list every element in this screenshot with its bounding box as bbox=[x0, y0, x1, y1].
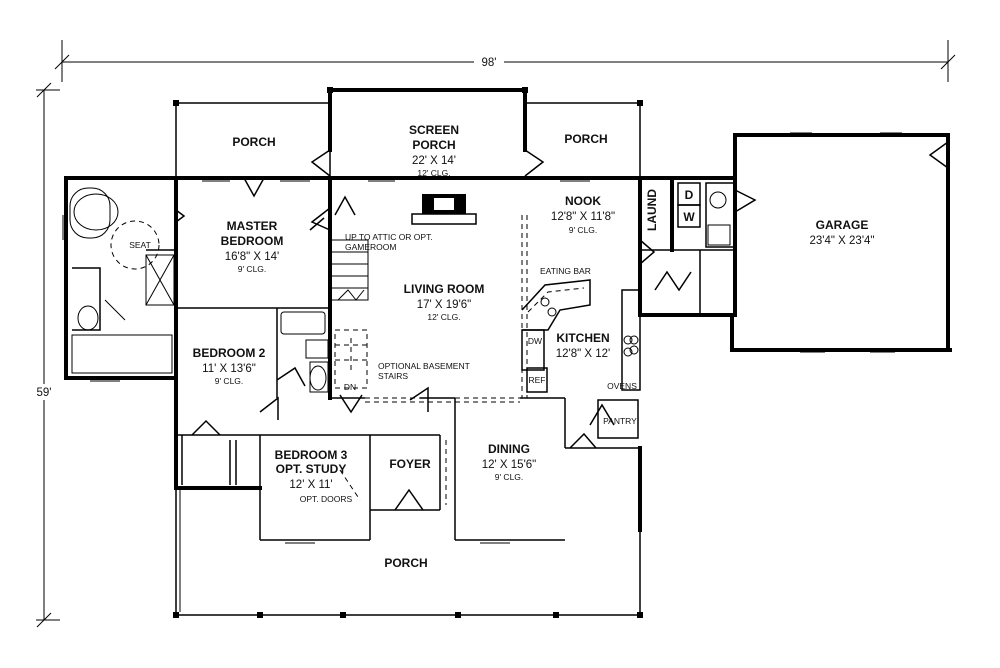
open-plan-dashed-lines bbox=[339, 215, 528, 505]
master-bath-walls bbox=[64, 176, 178, 380]
kitchen-eating-bar-label: EATING BAR bbox=[540, 266, 591, 276]
bedroom3-note: OPT. DOORS bbox=[300, 494, 353, 504]
attic-note-line1: UP TO ATTIC OR OPT. bbox=[345, 232, 433, 242]
bedroom2-ceiling: 9' CLG. bbox=[215, 376, 244, 386]
kitchen-size: 12'8" X 12' bbox=[556, 348, 611, 360]
living-room-ceiling: 12' CLG. bbox=[427, 312, 460, 322]
basement-note-line2: STAIRS bbox=[378, 371, 408, 381]
laundry-dryer-label: D bbox=[685, 188, 694, 202]
porch-right-label: PORCH bbox=[564, 132, 607, 146]
kitchen-ovens-label: OVENS bbox=[607, 381, 637, 391]
door-swings bbox=[175, 177, 692, 511]
nook-ceiling: 9' CLG. bbox=[569, 225, 598, 235]
master-bedroom-ceiling: 9' CLG. bbox=[238, 264, 267, 274]
master-bedroom-size: 16'8" X 14' bbox=[225, 251, 280, 263]
nook-label: NOOK bbox=[565, 194, 601, 208]
kitchen-dw-label: DW bbox=[528, 336, 542, 346]
overall-depth-label: 59' bbox=[37, 387, 52, 399]
screen-porch-size: 22' X 14' bbox=[412, 155, 456, 167]
screen-porch-label-line1: SCREEN bbox=[409, 123, 459, 137]
screen-porch-label-line2: PORCH bbox=[412, 138, 455, 152]
overall-width-label: 98' bbox=[482, 57, 497, 69]
master-bath-seat-label: SEAT bbox=[129, 240, 151, 250]
windows bbox=[62, 180, 590, 544]
attic-note-line2: GAMEROOM bbox=[345, 242, 396, 252]
interior-walls bbox=[176, 307, 640, 541]
hall-bath bbox=[280, 311, 329, 393]
fireplace bbox=[411, 194, 477, 225]
bedroom3-size: 12' X 11' bbox=[289, 479, 332, 491]
depth-dimension-line bbox=[36, 82, 60, 628]
kitchen-label: KITCHEN bbox=[556, 331, 609, 345]
screen-porch-ceiling: 12' CLG. bbox=[417, 168, 450, 178]
front-porch-label: PORCH bbox=[384, 556, 427, 570]
front-porch-outline bbox=[173, 448, 643, 618]
kitchen-ref-label: REF bbox=[529, 375, 546, 385]
kitchen-fixtures bbox=[521, 279, 641, 439]
garage-label: GARAGE bbox=[816, 218, 869, 232]
dining-ceiling: 9' CLG. bbox=[495, 472, 524, 482]
width-dimension-line bbox=[54, 40, 956, 82]
bedroom3-label-line1: BEDROOM 3 bbox=[275, 448, 348, 462]
master-bedroom-label-line2: BEDROOM bbox=[221, 234, 284, 248]
bedroom2-label: BEDROOM 2 bbox=[193, 346, 266, 360]
stairs bbox=[329, 239, 369, 414]
basement-note-line1: OPTIONAL BASEMENT bbox=[378, 361, 470, 371]
nook-size: 12'8" X 11'8" bbox=[551, 211, 615, 223]
bedroom3-label-line2: OPT. STUDY bbox=[276, 462, 347, 476]
bedroom2-size: 11' X 13'6" bbox=[202, 363, 256, 375]
garage-size: 23'4" X 23'4" bbox=[810, 235, 875, 247]
dining-label: DINING bbox=[488, 442, 530, 456]
master-bedroom-label-line1: MASTER bbox=[227, 219, 278, 233]
porch-left-label: PORCH bbox=[232, 135, 275, 149]
dining-size: 12' X 15'6" bbox=[482, 459, 537, 471]
stairs-down-label: DN bbox=[344, 382, 356, 392]
porch-right-outline bbox=[525, 100, 643, 178]
garage-outline bbox=[733, 132, 950, 353]
screen-porch-outline bbox=[310, 87, 545, 177]
laundry-room bbox=[640, 176, 737, 317]
laundry-washer-label: W bbox=[683, 210, 695, 224]
living-room-label: LIVING ROOM bbox=[404, 282, 485, 296]
living-room-size: 17' X 19'6" bbox=[417, 299, 472, 311]
foyer-label: FOYER bbox=[389, 457, 431, 471]
kitchen-pantry-label: PANTRY bbox=[603, 416, 637, 426]
laundry-label: LAUND bbox=[645, 189, 659, 231]
